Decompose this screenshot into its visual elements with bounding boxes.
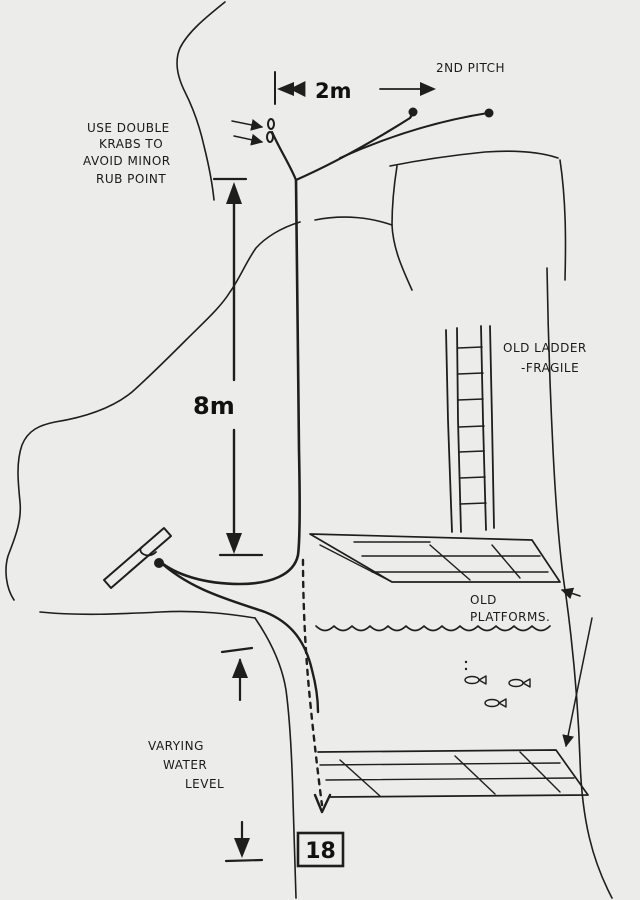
spacing-dimension <box>274 71 436 105</box>
fish-group <box>464 660 531 708</box>
old-ladder <box>445 325 495 533</box>
descent-arrow <box>313 793 332 814</box>
platforms-note-line-2: PLATFORMS. <box>470 610 550 624</box>
ladder-note-line-1: OLD LADDER <box>503 341 587 355</box>
fish-icon <box>464 675 487 685</box>
arrow-left-head <box>277 82 294 96</box>
double-krab-upper <box>267 118 275 130</box>
pointer-arrow-upper <box>231 118 264 131</box>
lower-platform <box>317 749 589 798</box>
double-krab-lower <box>266 131 274 143</box>
platforms-note-line-1: OLD <box>470 593 497 607</box>
water-surface <box>315 625 551 632</box>
platforms-arrow-upper <box>560 587 581 600</box>
water-level-range <box>220 646 264 863</box>
fish-icon <box>484 698 507 708</box>
rock-outline-left <box>5 1 301 899</box>
station-label: 18 <box>305 839 336 864</box>
main-rope <box>156 178 320 714</box>
water-note-line-2: WATER <box>163 758 207 772</box>
spacing-label: 2m <box>315 79 352 103</box>
anchor-bolt-1 <box>408 107 418 117</box>
hanging-rope-dotted <box>301 558 324 807</box>
arrow-right-head <box>420 82 436 96</box>
platforms-arrow-lower <box>562 617 593 748</box>
drop-label: 8m <box>193 392 235 420</box>
second-pitch-label: 2ND PITCH <box>436 61 505 75</box>
drop-dimension <box>212 177 264 557</box>
pointer-arrow-lower <box>233 133 264 146</box>
water-note-line-3: LEVEL <box>185 777 224 791</box>
rigging-note-line-1: USE DOUBLE <box>87 121 170 135</box>
anchor-bolt-2 <box>484 108 494 118</box>
water-note-line-1: VARYING <box>148 739 204 753</box>
rigging-anchors <box>266 107 494 182</box>
station-marker: 18 <box>296 831 345 868</box>
tether-bar <box>103 527 172 589</box>
rigging-note-line-3: AVOID MINOR <box>83 154 171 168</box>
fish-icon <box>508 678 531 688</box>
upper-platform <box>309 533 561 583</box>
rigging-note: USE DOUBLE KRABS TO AVOID MINOR RUB POIN… <box>83 121 171 186</box>
rigging-note-line-2: KRABS TO <box>99 137 163 151</box>
rigging-note-line-4: RUB POINT <box>96 172 166 186</box>
rock-outline-right <box>314 150 613 899</box>
ladder-note-line-2: -FRAGILE <box>521 361 579 375</box>
